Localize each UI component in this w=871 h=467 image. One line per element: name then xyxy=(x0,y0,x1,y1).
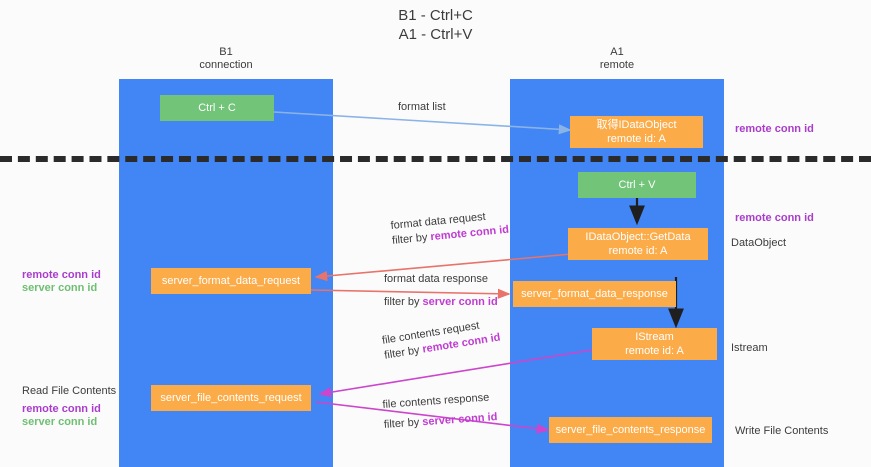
edge-label-format-list-text: format list xyxy=(398,101,446,113)
edge-label-format-data-response-line1: format data response xyxy=(384,273,488,285)
node-server-file-contents-request-label: server_file_contents_request xyxy=(160,392,302,404)
note-right-write-file-contents: Write File Contents xyxy=(735,425,829,437)
connector-format-data-response xyxy=(310,288,511,299)
note-left-remote-conn-id-bottom: remote conn id xyxy=(22,403,101,415)
connector-file-contents-response xyxy=(315,401,550,434)
swimlane-header-b1: B1 connection xyxy=(199,46,253,71)
diagram-title: B1 - Ctrl+C A1 - Ctrl+V xyxy=(398,7,473,43)
node-server-file-contents-response-label: server_file_contents_response xyxy=(555,424,706,436)
node-ctrl-c[interactable]: Ctrl + C xyxy=(160,95,274,121)
connector-file-contents-request xyxy=(318,349,593,398)
note-right-istream: Istream xyxy=(731,342,768,354)
node-get-idataobject-line2: remote id: A xyxy=(607,133,666,145)
node-ctrl-v[interactable]: Ctrl + V xyxy=(578,172,696,198)
connector-format-data-request xyxy=(314,253,573,282)
node-server-format-data-response[interactable]: server_format_data_response xyxy=(513,281,676,307)
node-idataobject-getdata[interactable]: IDataObject::GetData remote id: A xyxy=(568,228,708,260)
note-left-remote-conn-id-mid: remote conn id xyxy=(22,269,101,281)
node-ctrl-v-line1: Ctrl + V xyxy=(618,179,656,191)
node-get-idataobject-line1: 取得IDataObject xyxy=(596,119,677,131)
edge-label-format-data-response: format data response filter by server co… xyxy=(384,272,498,310)
filter-by-text: filter by xyxy=(383,416,423,431)
node-server-file-contents-request[interactable]: server_file_contents_request xyxy=(151,385,311,411)
note-left-server-conn-id-bottom: server conn id xyxy=(22,416,98,428)
node-server-file-contents-response[interactable]: server_file_contents_response xyxy=(549,417,712,443)
note-left-server-conn-id-mid: server conn id xyxy=(22,282,98,294)
node-istream-line1: IStream xyxy=(635,331,674,343)
node-ctrl-c-line1: Ctrl + C xyxy=(198,102,236,114)
connector-format-list xyxy=(273,111,572,135)
node-idataobject-getdata-line2: remote id: A xyxy=(608,245,668,257)
swimlane-header-a1: A1 remote xyxy=(599,46,635,71)
node-idataobject-getdata-line1: IDataObject::GetData xyxy=(585,231,691,243)
phase-separator-dashed-line xyxy=(0,156,871,162)
server-conn-id-token: server conn id xyxy=(421,411,498,429)
node-get-idataobject[interactable]: 取得IDataObject remote id: A xyxy=(570,116,703,148)
note-right-dataobject: DataObject xyxy=(731,237,787,249)
note-left-read-file-contents: Read File Contents xyxy=(22,385,117,397)
edge-label-format-list: format list xyxy=(398,100,446,115)
filter-by-text: filter by xyxy=(391,231,432,247)
note-right-remote-conn-id-top: remote conn id xyxy=(735,123,814,135)
node-server-format-data-response-label: server_format_data_response xyxy=(521,288,668,300)
note-right-remote-conn-id-mid: remote conn id xyxy=(735,212,814,224)
node-istream[interactable]: IStream remote id: A xyxy=(592,328,717,360)
node-istream-line2: remote id: A xyxy=(625,345,684,357)
node-server-format-data-request-label: server_format_data_request xyxy=(161,275,301,287)
edge-label-format-data-response-line2: filter by server conn id xyxy=(384,295,498,310)
node-server-format-data-request[interactable]: server_format_data_request xyxy=(151,268,311,294)
filter-by-text: filter by xyxy=(384,296,423,308)
server-conn-id-token: server conn id xyxy=(422,296,498,308)
